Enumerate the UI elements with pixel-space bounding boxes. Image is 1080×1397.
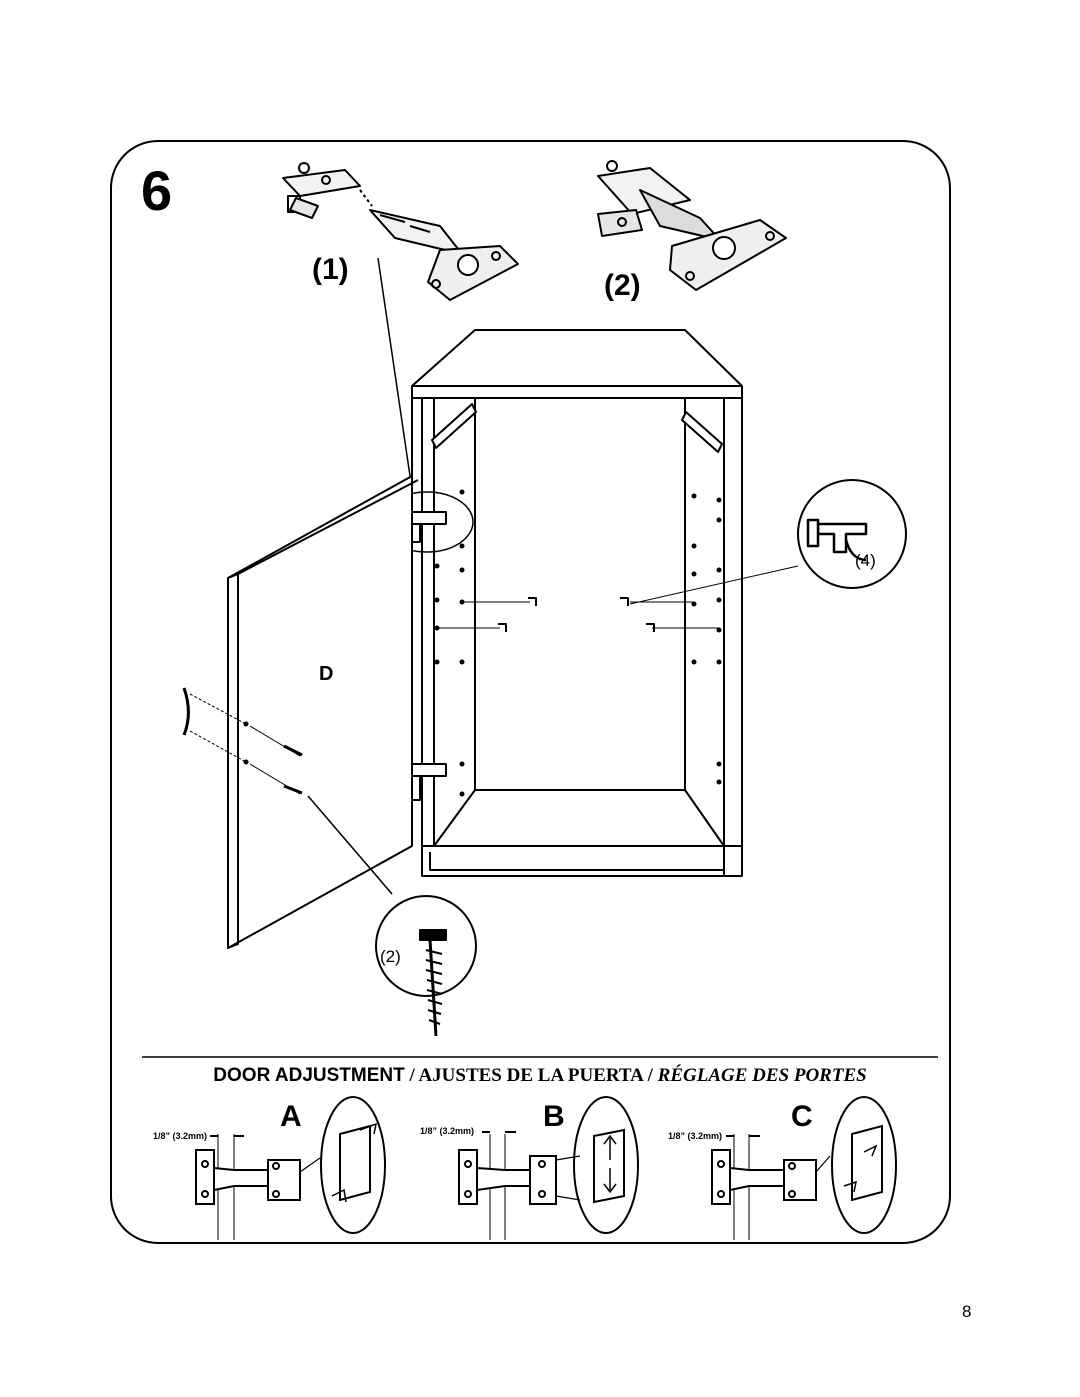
heading-english: DOOR ADJUSTMENT <box>213 1065 405 1086</box>
page-number: 8 <box>962 1302 972 1321</box>
adjustment-b-diagram <box>458 1096 639 1240</box>
hinge-2-label: (2) <box>604 269 641 302</box>
screw-callout <box>375 895 477 1037</box>
heading-separator-1: / <box>404 1065 419 1086</box>
adjustment-c-letter: C <box>791 1100 813 1133</box>
shelf-pin-callout <box>629 479 907 605</box>
adjustment-a-gap: 1/8” (3.2mm) <box>153 1131 208 1141</box>
step-frame <box>110 140 951 1244</box>
step-number: 6 <box>141 159 173 222</box>
hinge-1-label: (1) <box>312 253 349 286</box>
door-panel <box>182 475 419 949</box>
heading-french: RÉGLAGE DES PORTES <box>657 1065 867 1086</box>
shelf-pin-qty: (4) <box>855 551 876 570</box>
hinge-2-illustration <box>597 160 787 291</box>
heading-spanish: AJUSTES DE LA PUERTA <box>418 1065 643 1086</box>
screw-qty: (2) <box>380 947 401 966</box>
adjustment-b-letter: B <box>543 1100 565 1133</box>
adjustment-b-gap: 1/8” (3.2mm) <box>420 1126 475 1136</box>
hinge-1-illustration <box>282 162 519 301</box>
adjustment-a-diagram <box>195 1096 386 1240</box>
cabinet-illustration <box>380 329 743 877</box>
door-label: D <box>319 663 334 685</box>
adjustment-heading: DOOR ADJUSTMENT / AJUSTES DE LA PUERTA /… <box>140 1066 940 1085</box>
adjustment-c-gap: 1/8” (3.2mm) <box>668 1131 723 1141</box>
adjustment-a-letter: A <box>280 1100 302 1133</box>
heading-separator-2: / <box>642 1065 658 1086</box>
adjustment-c-diagram <box>711 1096 897 1240</box>
